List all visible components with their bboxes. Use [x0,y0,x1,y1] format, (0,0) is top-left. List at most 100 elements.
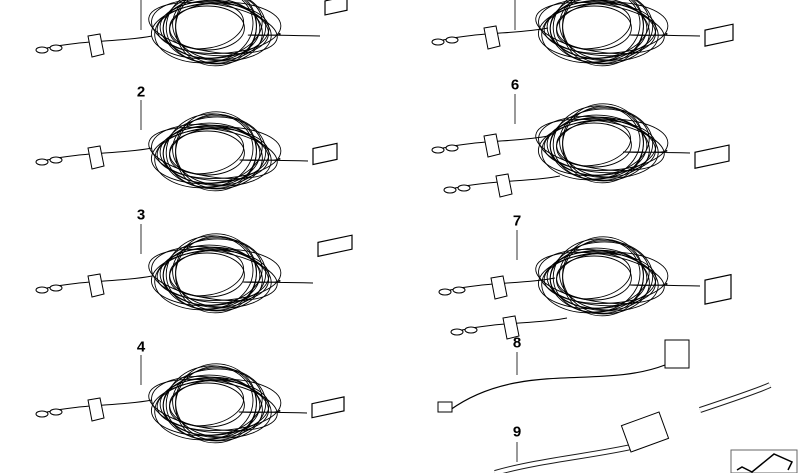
connector-plug [312,142,338,166]
wire-coil-loop [159,248,272,309]
terminal-pin [445,36,459,44]
wire-coil-loop [549,247,650,315]
terminal-pin [464,326,478,334]
wire-coil-loop [559,240,654,311]
tape-tag [87,145,105,170]
wire-coil-loop [535,251,665,305]
wire-coil-loop [165,0,254,63]
part-number-8: 8 [512,334,522,352]
part-number-7: 7 [512,212,522,230]
connector-plug [664,339,690,369]
terminal-pin [49,408,63,416]
terminal-pin [457,184,471,192]
wire-coil-loop [172,237,267,308]
wire-coil-loop [165,113,254,188]
wire-coil-loop [537,120,657,177]
tape-tag [483,133,501,158]
wire-coil-loop [172,0,267,61]
wire-coil-loop [169,130,245,176]
scissors-cut-icon [736,453,794,473]
wire-coil-loop [165,235,254,310]
terminal-pin [450,328,464,336]
wire-coil-loop [175,0,257,67]
wire-coil-loop [162,122,263,190]
wire-coil-loop [535,1,665,55]
wire-coil-loop [556,255,632,301]
wire-coil-loop [148,248,278,302]
wire-coil-loop [172,115,267,186]
wire-coil-loop [552,238,641,313]
terminal-pin [431,38,445,46]
wire-coil-loop [169,5,245,51]
wire-coil-loop [562,238,644,317]
wire-coil-loop [148,378,278,432]
wire-lead [238,409,308,414]
terminal-pin [35,46,49,54]
wire-coil-loop [556,5,632,51]
wire-lead [449,364,666,411]
harness-part-5 [431,0,734,67]
connector-plug [324,0,348,16]
part-number-4: 4 [136,338,146,356]
wire-lead [248,32,321,37]
wire-coil-loop [159,1,272,62]
wire-lead [630,282,701,287]
harness-part-3 [35,224,353,314]
terminal-pin [445,144,459,152]
wire-coil-loop [552,0,641,63]
wire-lead [243,279,314,284]
wire-coil-loop [169,252,245,298]
cable-part-9 [494,382,772,473]
wire-coil-loop [537,3,657,60]
wire-coil-loop [162,116,263,184]
wire-coil-loop [535,118,665,172]
inline-connector [620,411,670,453]
connector-plug [704,273,732,305]
wire-coil-loop [148,126,278,180]
wire-coil-loop [150,380,270,437]
terminal-pin [35,286,49,294]
wire-coil-loop [546,251,659,312]
harness-part-6 [431,94,730,198]
tape-tag [87,33,105,58]
wire-coil-loop [172,367,267,438]
connector-plug [317,234,353,258]
wire-coil-loop [175,113,257,192]
terminal-plug [437,401,453,413]
terminal-pin [443,186,457,194]
tape-tag [87,273,105,298]
wire-coil-loop [562,0,644,67]
cable-inner [494,383,771,473]
logo-icon [730,449,798,473]
connector-plug [704,23,734,47]
wire-lead [630,32,701,37]
tape-tag [495,173,513,198]
wire-coil-loop [546,118,659,179]
wire-coil-loop [169,382,245,428]
wire-coil-loop [162,368,263,436]
harness-part-2 [35,100,338,192]
wire-coil-loop [549,241,650,309]
part-number-9: 9 [512,423,522,441]
wire-coil-loop [159,378,272,439]
harness-part-4 [35,355,345,444]
wire-coil-loop [175,235,257,314]
wire-coil-loop [549,114,650,182]
wire-coil-loop [162,374,263,442]
harness-part-1 [35,0,348,67]
terminal-pin [49,44,63,52]
wire-lead [239,157,309,162]
part-number-6: 6 [510,76,520,94]
terminal-pin [431,146,445,154]
wire-coil-loop [165,365,254,440]
wire-coil-loop [159,126,272,187]
part-number-3: 3 [136,206,146,224]
wire-coil-loop [175,365,257,444]
wire-coil-loop [556,122,632,168]
terminal-pin [49,156,63,164]
tape-tag [483,25,501,50]
wire-coil-loop [559,0,654,61]
tape-tag [490,275,508,300]
terminal-pin [49,284,63,292]
